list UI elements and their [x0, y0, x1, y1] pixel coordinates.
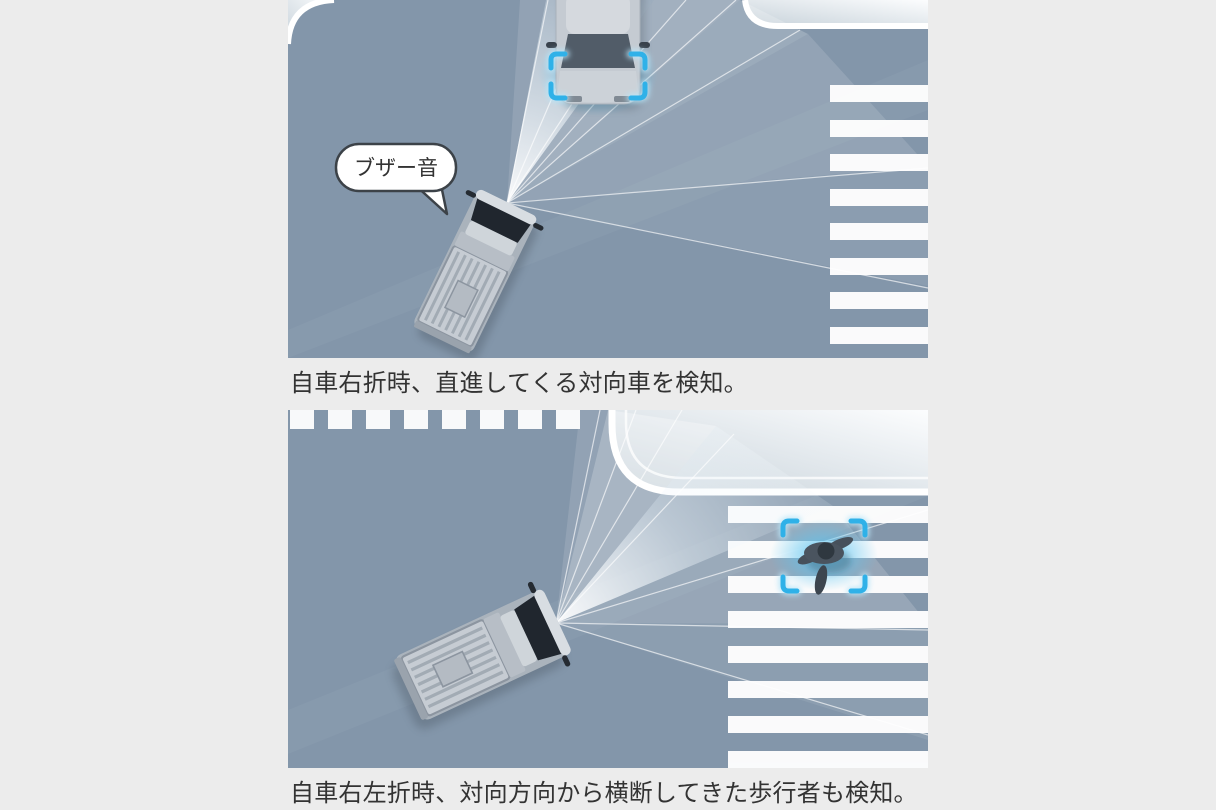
sidewalk-corner-top-left [288, 0, 335, 45]
crosswalk-top [290, 410, 580, 429]
pedestrian [770, 516, 878, 596]
car-windshield [561, 34, 635, 68]
figure-turn-pedestrian: 自車右左折時、対向方向から横断してきた歩行者も検知。 [288, 410, 928, 810]
pedestrian-head [817, 542, 835, 560]
diagram-turn-pedestrian [288, 410, 928, 768]
caption-turn-pedestrian: 自車右左折時、対向方向から横断してきた歩行者も検知。 [290, 780, 918, 807]
buzzer-bubble: ブザー音 [334, 142, 458, 216]
sidewalk-corner-top-right [742, 0, 928, 29]
feature-illustrations: ブザー音 自車右折時、直進してくる対向車を検知。 [288, 0, 928, 810]
curb-line [288, 0, 335, 45]
detection-brackets [546, 49, 650, 103]
caption-right-turn-oncoming: 自車右折時、直進してくる対向車を検知。 [290, 370, 748, 397]
detection-brackets [778, 516, 870, 596]
bubble-label: ブザー音 [354, 157, 438, 180]
detection-fan [555, 410, 928, 740]
figure-right-turn-oncoming: ブザー音 自車右折時、直進してくる対向車を検知。 [288, 0, 928, 410]
curb-line [742, 0, 928, 29]
oncoming-car [538, 0, 658, 116]
crosswalk-right [830, 85, 928, 344]
diagram-right-turn-oncoming: ブザー音 [288, 0, 928, 358]
